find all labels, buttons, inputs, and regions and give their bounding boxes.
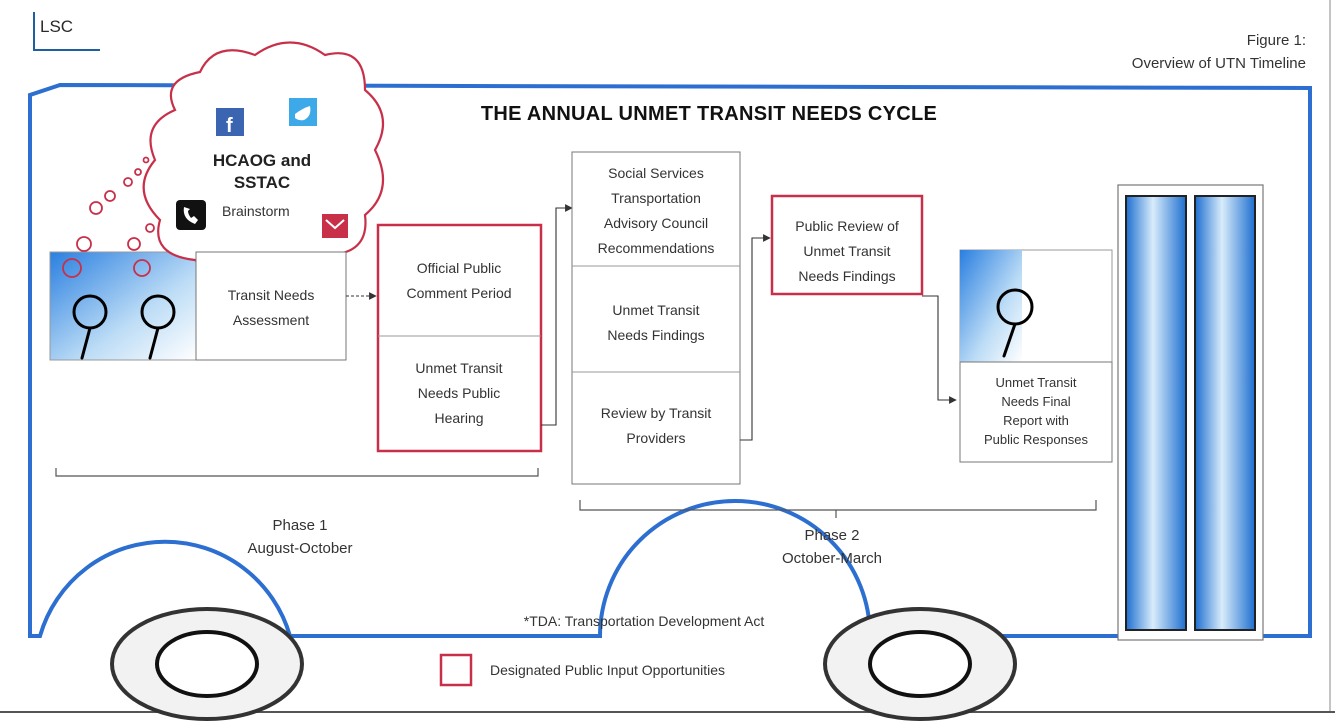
box-public-review: [770, 194, 924, 296]
final-report-line4: Public Responses: [984, 432, 1089, 447]
box-public-input-phase1: [376, 223, 543, 453]
cloud-line2: SSTAC: [234, 173, 290, 192]
bus-doors: [1117, 184, 1264, 641]
public-review-line2: Unmet Transit: [803, 243, 890, 259]
box-transit-needs: [195, 251, 347, 361]
ssac-line1: Social Services: [608, 165, 704, 181]
official-public-line2: Comment Period: [406, 285, 511, 301]
passenger-window-right: [959, 249, 1113, 363]
email-icon: [322, 214, 348, 238]
ssac-line2: Transportation: [611, 190, 701, 206]
diagram-title: THE ANNUAL UNMET TRANSIT NEEDS CYCLE: [481, 103, 937, 125]
ssac-line3: Advisory Council: [604, 215, 708, 231]
final-report-line2: Needs Final: [1001, 394, 1070, 409]
legend-swatch: [439, 653, 473, 687]
figure-label-line1: Figure 1:: [1247, 32, 1306, 49]
arrow-providers-to-public-review: [740, 234, 771, 441]
official-public-line1: Official Public: [417, 260, 502, 276]
public-hearing-line1: Unmet Transit: [415, 360, 502, 376]
thought-bubbles: [62, 156, 155, 278]
arrow-hearing-to-ssac: [541, 204, 573, 426]
box-final-report: [959, 361, 1113, 463]
phase2-name: Phase 2: [804, 527, 859, 544]
legend-label: Designated Public Input Opportunities: [490, 662, 725, 678]
facebook-icon: f: [216, 108, 244, 137]
public-hearing-line2: Needs Public: [418, 385, 501, 401]
findings-line2: Needs Findings: [607, 327, 704, 343]
phase2-period: October-March: [782, 550, 882, 567]
lsc-logo: LSC: [33, 12, 100, 51]
box-review-stack: [571, 151, 741, 485]
arrow-review-to-final-report: [922, 295, 957, 404]
transit-needs-line2: Assessment: [233, 312, 309, 328]
footnote: *TDA: Transportation Development Act: [524, 613, 765, 629]
providers-line1: Review by Transit: [601, 405, 712, 421]
public-hearing-line3: Hearing: [434, 410, 483, 426]
public-review-line1: Public Review of: [795, 218, 899, 234]
phase1-name: Phase 1: [272, 517, 327, 534]
public-review-line3: Needs Findings: [798, 268, 895, 284]
cloud-brainstorm: Brainstorm: [222, 203, 290, 219]
bus-outline: [28, 82, 1312, 638]
figure-label-line2: Overview of UTN Timeline: [1132, 55, 1306, 72]
twitter-icon: [289, 98, 317, 126]
final-report-line1: Unmet Transit: [996, 375, 1077, 390]
front-wheel: [110, 607, 304, 721]
passenger-window-left: [49, 251, 197, 361]
rear-wheel: [823, 607, 1017, 721]
phase1-bracket: [55, 468, 539, 477]
final-report-line3: Report with: [1003, 413, 1069, 428]
findings-line1: Unmet Transit: [612, 302, 699, 318]
svg-text:f: f: [226, 115, 233, 137]
ssac-line4: Recommendations: [598, 240, 715, 256]
phase2-bracket: [579, 500, 1097, 511]
transit-needs-line1: Transit Needs: [228, 287, 315, 303]
cloud-line1: HCAOG and: [213, 151, 311, 170]
phone-icon: [176, 200, 206, 230]
providers-line2: Providers: [626, 430, 685, 446]
logo-letters: LSC: [40, 17, 73, 36]
phase1-period: August-October: [247, 540, 352, 557]
